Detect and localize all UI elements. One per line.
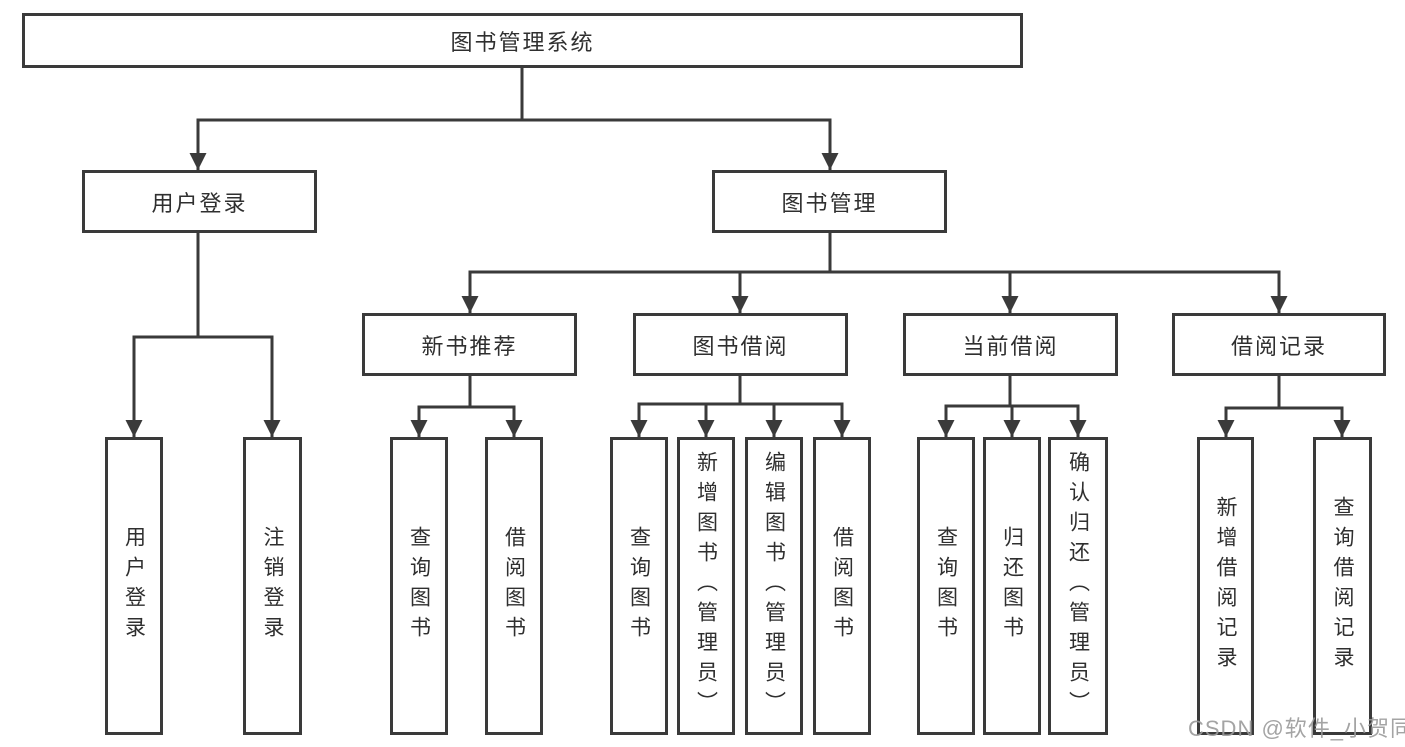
leaf-user-login: 用户登录 (105, 437, 163, 735)
node-book-mgmt: 图书管理 (712, 170, 947, 233)
node-borrow-record: 借阅记录 (1172, 313, 1386, 376)
leaf-borrow-book-label: 借阅图书 (830, 526, 854, 646)
leaf-query-record-label: 查询借阅记录 (1331, 496, 1354, 676)
leaf-logout: 注销登录 (243, 437, 302, 735)
leaf-query-book-borrow: 查询图书 (610, 437, 668, 735)
leaf-add-record-label: 新增借阅记录 (1214, 496, 1237, 676)
leaf-logout-label: 注销登录 (261, 526, 284, 646)
node-new-book-rec: 新书推荐 (362, 313, 577, 376)
node-user-login: 用户登录 (82, 170, 317, 233)
leaf-add-book-label: 新增图书（管理员） (694, 451, 718, 721)
leaf-borrow-book-rec: 借阅图书 (485, 437, 543, 735)
leaf-borrow-book: 借阅图书 (813, 437, 871, 735)
node-root-label: 图书管理系统 (450, 29, 595, 55)
leaf-add-book: 新增图书（管理员） (677, 437, 735, 735)
leaf-query-book-borrow-label: 查询图书 (627, 526, 651, 646)
node-book-borrow-label: 图书借阅 (692, 333, 789, 359)
leaf-query-book-current: 查询图书 (917, 437, 975, 735)
node-current-borrow-label: 当前借阅 (962, 333, 1059, 359)
node-user-login-label: 用户登录 (151, 190, 248, 216)
leaf-user-login-label: 用户登录 (122, 526, 146, 646)
leaf-query-book-rec-label: 查询图书 (407, 526, 431, 646)
leaf-return-book: 归还图书 (983, 437, 1041, 735)
leaf-query-book-rec: 查询图书 (390, 437, 448, 735)
node-book-borrow: 图书借阅 (633, 313, 848, 376)
leaf-query-record: 查询借阅记录 (1313, 437, 1372, 735)
node-book-mgmt-label: 图书管理 (781, 190, 878, 216)
leaf-query-book-current-label: 查询图书 (934, 526, 958, 646)
node-new-book-rec-label: 新书推荐 (421, 333, 518, 359)
node-borrow-record-label: 借阅记录 (1230, 333, 1327, 359)
leaf-edit-book: 编辑图书（管理员） (745, 437, 803, 735)
leaf-borrow-book-rec-label: 借阅图书 (502, 526, 526, 646)
leaf-edit-book-label: 编辑图书（管理员） (762, 451, 786, 721)
leaf-add-record: 新增借阅记录 (1197, 437, 1254, 735)
leaf-confirm-return: 确认归还（管理员） (1048, 437, 1108, 735)
node-current-borrow: 当前借阅 (903, 313, 1118, 376)
csdn-watermark: CSDN @软件_小贺同学 (1188, 716, 1405, 741)
leaf-confirm-return-label: 确认归还（管理员） (1066, 451, 1090, 721)
leaf-return-book-label: 归还图书 (1000, 526, 1024, 646)
node-root: 图书管理系统 (22, 13, 1023, 68)
